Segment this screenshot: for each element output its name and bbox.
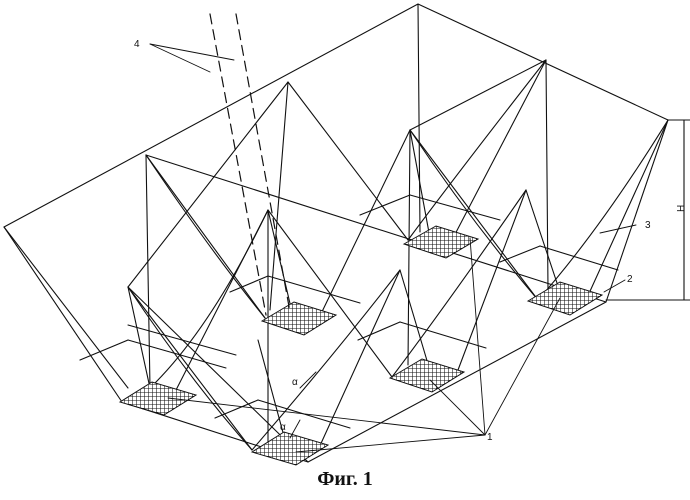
angle-label: α [292,377,298,388]
outer-frame [4,4,668,462]
reference-numeral-4: 4 [134,39,140,50]
reference-numeral-1: 1 [487,432,493,443]
technical-drawing: 4 3 2 1 H α α [0,0,690,470]
height-dimension-label: H [676,205,687,212]
angle-label: α [280,422,286,433]
mesh-pad [120,382,196,415]
feed-pipes [210,14,290,315]
reference-numeral-3: 3 [645,220,651,231]
pyramidal-cells-right [128,4,668,450]
mesh-base-pads [120,226,602,465]
figure-caption: Фиг. 1 [0,468,690,491]
reference-numeral-2: 2 [627,274,633,285]
leader-lines [150,44,636,452]
pyramidal-cells-left [4,82,410,392]
